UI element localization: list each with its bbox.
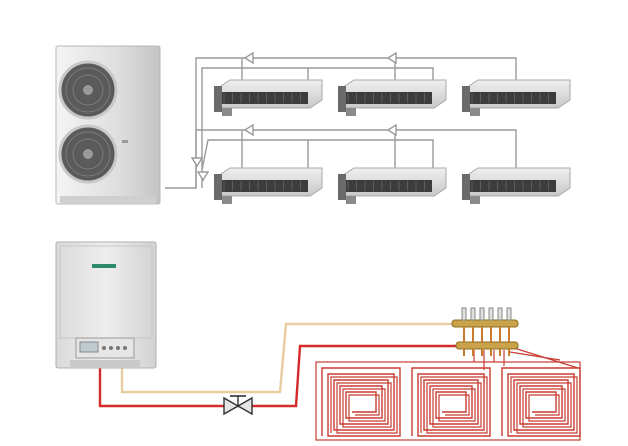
- fan-ring: [65, 67, 111, 113]
- floor-loop-spiral: [510, 376, 578, 434]
- manifold-valve-icon: [479, 307, 485, 321]
- manifold-bar-bottom: [455, 341, 519, 350]
- manifold-valve-icon: [470, 307, 476, 321]
- manifold-valve-icon: [488, 307, 494, 321]
- unit-air-outlet: [468, 180, 556, 192]
- flow-arrow-icon: [243, 123, 254, 137]
- refnet-joint-icon: [190, 157, 204, 168]
- refnet-joint-icon: [196, 171, 210, 182]
- flow-arrow-icon: [243, 51, 254, 65]
- floor-loop-spiral: [321, 367, 401, 437]
- boiler-knob-icon: [116, 346, 120, 350]
- loop-feed-line: [509, 351, 561, 361]
- boiler-bottom-cover: [70, 360, 140, 368]
- unit-flange: [338, 86, 346, 112]
- ducted-indoor-unit-icon: [338, 79, 447, 116]
- boiler-logo: [92, 264, 116, 268]
- unit-drain: [222, 196, 232, 204]
- boiler-knob-icon: [123, 346, 127, 350]
- floor-loop-spiral: [501, 367, 581, 437]
- refrigerant-piping: [165, 51, 517, 189]
- three-way-valve-icon: [223, 395, 253, 416]
- ducted-indoor-unit-icon: [462, 167, 571, 204]
- unit-drain: [470, 196, 480, 204]
- unit-air-outlet: [220, 92, 308, 104]
- floor-loop-spiral: [330, 376, 398, 434]
- floor-loop-spiral: [420, 376, 488, 434]
- ducted-indoor-unit-icon: [214, 167, 323, 204]
- unit-air-outlet: [344, 92, 432, 104]
- fan-ring: [72, 74, 104, 106]
- manifold-valve-icon: [506, 307, 512, 321]
- floor-loop-spiral: [411, 367, 491, 437]
- refrigerant-line: [165, 57, 517, 189]
- refrigerant-line: [201, 139, 434, 172]
- hydronic-piping: [98, 322, 460, 408]
- fan-hub: [83, 149, 93, 159]
- unit-flange: [214, 86, 222, 112]
- indoor-units-group: [214, 79, 571, 204]
- unit-air-outlet: [220, 180, 308, 192]
- flow-arrow-icon: [386, 123, 397, 137]
- unit-flange: [214, 174, 222, 200]
- unit-flange: [462, 86, 470, 112]
- wall-mounted-boiler-icon: [55, 241, 157, 369]
- outdoor-condenser-unit-icon: [55, 45, 161, 205]
- fan-ring: [65, 131, 111, 177]
- outdoor-unit-badge: [122, 140, 128, 143]
- ducted-indoor-unit-icon: [214, 79, 323, 116]
- unit-drain: [222, 108, 232, 116]
- boiler-knob-icon: [109, 346, 113, 350]
- boiler-knob-icon: [102, 346, 106, 350]
- unit-flange: [462, 174, 470, 200]
- refrigerant-line: [201, 67, 434, 188]
- return-pipe: [120, 322, 456, 394]
- outdoor-unit-base: [60, 196, 156, 204]
- unit-air-outlet: [344, 180, 432, 192]
- unit-drain: [346, 108, 356, 116]
- flow-arrow-icon: [386, 51, 397, 65]
- boiler-display: [79, 341, 99, 353]
- unit-air-outlet: [468, 92, 556, 104]
- manifold-bar-top: [451, 319, 519, 328]
- underfloor-heating-loops: [315, 347, 581, 441]
- unit-drain: [346, 196, 356, 204]
- underfloor-manifold-icon: [451, 307, 519, 356]
- loop-feed-line: [513, 347, 579, 369]
- fan-ring: [72, 138, 104, 170]
- unit-flange: [338, 174, 346, 200]
- supply-pipe: [98, 344, 460, 408]
- ducted-indoor-unit-icon: [338, 167, 447, 204]
- fan-hub: [83, 85, 93, 95]
- unit-drain: [470, 108, 480, 116]
- manifold-valve-icon: [461, 307, 467, 321]
- manifold-valve-icon: [497, 307, 503, 321]
- ducted-indoor-unit-icon: [462, 79, 571, 116]
